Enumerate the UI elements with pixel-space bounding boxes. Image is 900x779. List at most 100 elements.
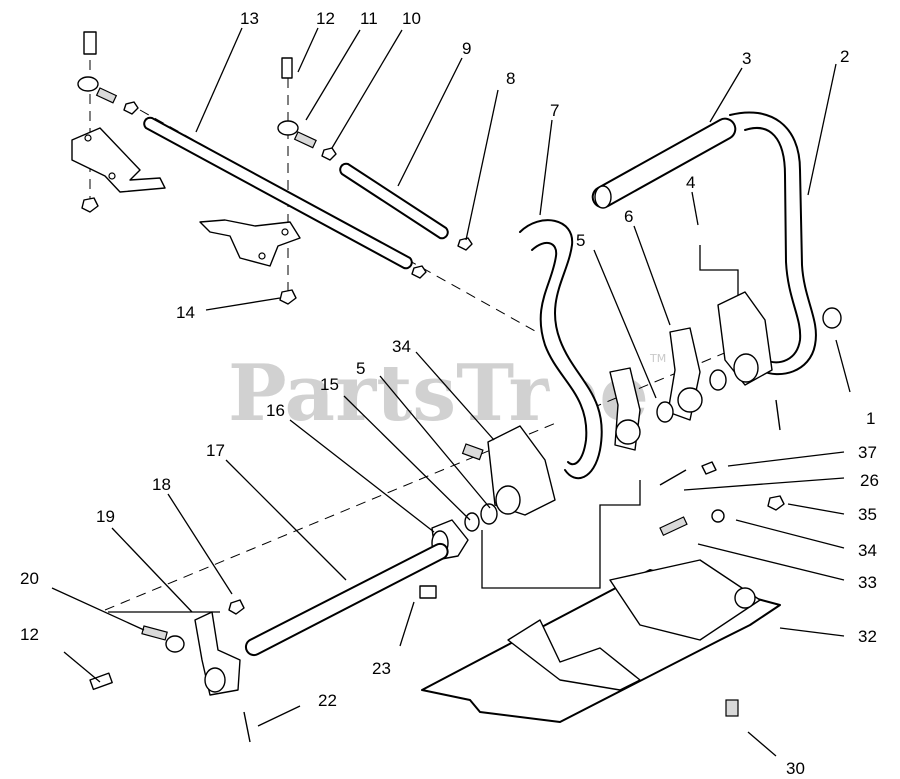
callout-23: 23	[372, 659, 391, 678]
leader-13	[195, 27, 243, 133]
leader-34a	[415, 351, 495, 441]
leader-37	[727, 451, 845, 467]
callouts: 1 2 3 4 5 5 6 7 8 9 10 11 12 12 13 14 15…	[20, 9, 879, 778]
leader-33	[697, 543, 845, 581]
nut-18	[228, 599, 245, 615]
link-33	[659, 516, 688, 537]
callout-35: 35	[858, 505, 877, 524]
bolt-12-upper	[281, 57, 293, 79]
nut-14	[279, 289, 297, 305]
bushing-20	[165, 635, 185, 653]
mount-bracket-lower	[199, 219, 301, 267]
eye-bolt-thread-left	[95, 87, 118, 104]
callout-9: 9	[462, 39, 471, 58]
handle-bar-2-inner	[744, 127, 802, 364]
leader-17	[225, 459, 347, 581]
nut-left	[123, 101, 139, 115]
leader-1	[835, 339, 851, 393]
leader-32	[779, 627, 845, 637]
callout-12-lower: 12	[20, 625, 39, 644]
callout-17: 17	[206, 441, 225, 460]
leader-34b	[735, 519, 845, 549]
lower-axis-line	[104, 329, 781, 611]
base-plate	[421, 461, 785, 723]
leader-30	[747, 731, 777, 757]
short-rod	[339, 162, 449, 240]
rod-13	[143, 116, 413, 270]
mid-bracket	[199, 219, 301, 267]
callout-37: 37	[858, 443, 877, 462]
leader-18	[167, 493, 233, 595]
rod-9	[339, 162, 449, 240]
rod-17	[244, 542, 449, 657]
nut-left-lower	[81, 197, 99, 213]
callout-1: 1	[866, 409, 875, 428]
hardware	[77, 31, 473, 305]
bolt-12-left	[83, 31, 97, 55]
callout-7: 7	[550, 101, 559, 120]
callout-33: 33	[858, 573, 877, 592]
callout-30: 30	[786, 759, 805, 778]
bushing-1	[822, 307, 842, 329]
watermark-trademark: TM	[649, 352, 666, 365]
plate-frame-left	[507, 619, 641, 691]
callout-13: 13	[240, 9, 259, 28]
leader-22	[257, 705, 301, 727]
callout-14: 14	[176, 303, 195, 322]
cross-shaft	[244, 542, 449, 657]
bracket-hole	[258, 252, 266, 260]
callout-22: 22	[318, 691, 337, 710]
bracket-hole	[281, 228, 289, 236]
callout-4: 4	[686, 173, 695, 192]
leader-8	[465, 89, 499, 241]
pin-right	[775, 399, 781, 431]
bolt-30	[725, 699, 739, 717]
bushing-34-right	[711, 509, 725, 523]
left-arm	[89, 585, 437, 743]
callout-10: 10	[402, 9, 421, 28]
leader-15	[343, 395, 471, 521]
washer-15	[464, 512, 480, 532]
leader-12b	[63, 651, 101, 683]
pin-axis-line	[699, 245, 739, 295]
callout-19: 19	[96, 507, 115, 526]
callout-5-lower: 5	[356, 359, 365, 378]
center-bracket	[431, 425, 556, 561]
callout-5-upper: 5	[576, 231, 585, 250]
handle-7	[519, 219, 603, 480]
nut-8	[457, 237, 473, 251]
leader-9	[397, 57, 463, 187]
callout-11: 11	[360, 9, 378, 28]
nut-rod-end	[411, 265, 427, 279]
washer-5-mid	[656, 401, 674, 423]
leader-12a	[297, 27, 319, 73]
callout-8: 8	[506, 69, 515, 88]
washer-5-left	[480, 503, 498, 525]
bracket-hole	[84, 134, 92, 142]
bolt-23	[419, 585, 437, 599]
callout-6: 6	[624, 207, 633, 226]
callout-15: 15	[320, 375, 339, 394]
clip-37	[701, 461, 717, 475]
callout-16: 16	[266, 401, 285, 420]
handle-bar-7-inner	[531, 241, 588, 466]
callout-32: 32	[858, 627, 877, 646]
callout-18: 18	[152, 475, 171, 494]
arm-19-bore	[204, 667, 226, 693]
bracket-34-bore	[495, 485, 521, 515]
grip-end	[594, 185, 612, 209]
pin-22	[243, 711, 251, 743]
washer-5-right	[709, 369, 727, 391]
leader-14	[205, 297, 281, 311]
leader-26	[683, 477, 845, 491]
eye-bolt-11	[277, 120, 299, 136]
callout-20: 20	[20, 569, 39, 588]
pin-26	[659, 469, 687, 486]
leader-5a	[593, 249, 657, 399]
callout-26: 26	[860, 471, 879, 490]
pivot-bore-right	[733, 353, 759, 383]
arm-6-bore	[677, 387, 703, 413]
leader-2	[807, 63, 837, 196]
bolt-12-lower	[89, 672, 113, 691]
